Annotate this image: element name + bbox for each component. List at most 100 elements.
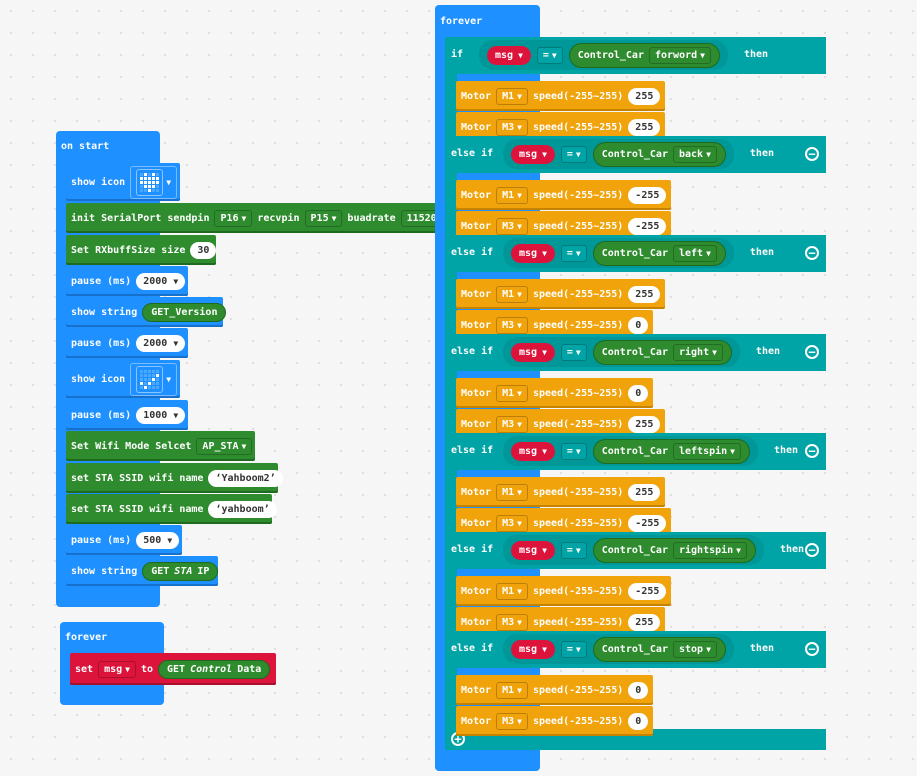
speed-value[interactable]: 0 <box>628 712 649 730</box>
pause-value[interactable]: 2000 ▼ <box>136 334 186 352</box>
speed-value[interactable]: -255 <box>628 217 667 235</box>
direction-dropdown[interactable]: right▼ <box>672 343 723 361</box>
minus-circle-icon[interactable]: − <box>805 642 819 656</box>
minus-circle-icon[interactable]: − <box>805 246 819 260</box>
speed-value[interactable]: 255 <box>628 483 661 501</box>
get-version-block[interactable]: GET_Version <box>142 302 227 322</box>
control-car-block[interactable]: Control_Car leftspin▼ <box>592 438 750 464</box>
wifi-mode-block[interactable]: Set Wifi Mode Selcet AP_STA▼ <box>66 431 255 461</box>
speed-value[interactable]: 0 <box>628 384 649 402</box>
icon-dropdown[interactable]: ▼ <box>130 362 178 396</box>
control-car-block[interactable]: Control_Car left▼ <box>592 240 726 266</box>
motor-dropdown[interactable]: M3▼ <box>496 613 528 631</box>
minus-circle-icon[interactable]: − <box>805 543 819 557</box>
control-car-block[interactable]: Control_Car right▼ <box>592 339 732 365</box>
variable-dropdown[interactable]: msg▼ <box>98 660 136 678</box>
equals-dropdown[interactable]: =▼ <box>560 244 587 262</box>
speed-value[interactable]: 0 <box>628 316 649 334</box>
if-condition-row[interactable]: else if msg▼ =▼ Control_Car stop▼ then − <box>445 631 826 668</box>
msg-variable[interactable]: msg▼ <box>511 540 555 560</box>
motor-block[interactable]: Motor M3▼ speed(-255~255) 0 <box>456 706 654 736</box>
direction-dropdown[interactable]: rightspin▼ <box>672 541 747 559</box>
direction-dropdown[interactable]: forword▼ <box>648 46 711 64</box>
rxbuff-block[interactable]: Set RXbuffSize size 30 <box>66 235 217 265</box>
msg-variable[interactable]: msg▼ <box>511 243 555 263</box>
speed-value[interactable]: 255 <box>628 415 661 433</box>
motor-dropdown[interactable]: M1▼ <box>496 186 528 204</box>
sta-ssid-value[interactable]: ‘Yahboom2’ <box>208 469 283 487</box>
motor-dropdown[interactable]: M1▼ <box>496 483 528 501</box>
msg-variable[interactable]: msg▼ <box>487 45 531 65</box>
pause-value[interactable]: 1000 ▼ <box>136 406 186 424</box>
show-icon-block[interactable]: show icon ▼ <box>66 163 180 201</box>
pause-block[interactable]: pause (ms) 2000 ▼ <box>66 266 188 296</box>
msg-variable[interactable]: msg▼ <box>511 441 555 461</box>
set-variable-block[interactable]: set msg▼ to GET Control Data <box>70 653 276 685</box>
speed-value[interactable]: -255 <box>628 186 667 204</box>
motor-dropdown[interactable]: M3▼ <box>496 514 528 532</box>
control-car-block[interactable]: Control_Car back▼ <box>592 141 726 167</box>
if-condition-row[interactable]: else if msg▼ =▼ Control_Car right▼ then … <box>445 334 826 371</box>
icon-dropdown[interactable]: ▼ <box>130 165 178 199</box>
pause-block[interactable]: pause (ms) 500 ▼ <box>66 525 182 555</box>
motor-dropdown[interactable]: M1▼ <box>496 87 528 105</box>
speed-value[interactable]: 255 <box>628 613 661 631</box>
pause-block[interactable]: pause (ms) 1000 ▼ <box>66 400 188 430</box>
speed-value[interactable]: -255 <box>628 514 667 532</box>
motor-dropdown[interactable]: M1▼ <box>496 582 528 600</box>
comparison-block[interactable]: msg▼ =▼ Control_Car forword▼ <box>479 40 728 70</box>
direction-dropdown[interactable]: left▼ <box>672 244 717 262</box>
init-serial-block[interactable]: init SerialPort sendpin P16▼ recvpin P15… <box>66 203 459 233</box>
wifi-mode-dropdown[interactable]: AP_STA▼ <box>196 437 253 455</box>
motor-dropdown[interactable]: M1▼ <box>496 681 528 699</box>
direction-dropdown[interactable]: stop▼ <box>672 640 717 658</box>
motor-block[interactable]: Motor M1▼ speed(-255~255) -255 <box>456 180 672 210</box>
equals-dropdown[interactable]: =▼ <box>560 541 587 559</box>
sta-ssid-block[interactable]: set STA SSID wifi name ‘yahboom’ <box>66 494 277 524</box>
sendpin-dropdown[interactable]: P16▼ <box>214 209 253 227</box>
control-car-block[interactable]: Control_Car forword▼ <box>568 42 720 68</box>
motor-block[interactable]: Motor M1▼ speed(-255~255) 255 <box>456 81 666 111</box>
comparison-block[interactable]: msg▼ =▼ Control_Car rightspin▼ <box>503 535 764 565</box>
show-string-block[interactable]: show string GET STA IP <box>66 556 219 586</box>
speed-value[interactable]: 255 <box>628 87 661 105</box>
motor-dropdown[interactable]: M3▼ <box>496 712 528 730</box>
minus-circle-icon[interactable]: − <box>805 345 819 359</box>
pause-block[interactable]: pause (ms) 2000 ▼ <box>66 328 188 358</box>
equals-dropdown[interactable]: =▼ <box>536 46 563 64</box>
if-condition-row[interactable]: else if msg▼ =▼ Control_Car left▼ then − <box>445 235 826 272</box>
motor-dropdown[interactable]: M3▼ <box>496 217 528 235</box>
speed-value[interactable]: 255 <box>628 118 661 136</box>
show-string-block[interactable]: show string GET_Version <box>66 297 227 327</box>
sta-ssid-value[interactable]: ‘yahboom’ <box>208 500 277 518</box>
speed-value[interactable]: 0 <box>628 681 649 699</box>
pause-value[interactable]: 2000 ▼ <box>136 272 186 290</box>
motor-dropdown[interactable]: M3▼ <box>496 118 528 136</box>
motor-block[interactable]: Motor M1▼ speed(-255~255) 0 <box>456 378 654 408</box>
comparison-block[interactable]: msg▼ =▼ Control_Car leftspin▼ <box>503 436 758 466</box>
direction-dropdown[interactable]: leftspin▼ <box>672 442 741 460</box>
equals-dropdown[interactable]: =▼ <box>560 145 587 163</box>
motor-block[interactable]: Motor M1▼ speed(-255~255) -255 <box>456 576 672 606</box>
get-sta-ip-block[interactable]: GET STA IP <box>142 561 219 581</box>
if-condition-row[interactable]: else if msg▼ =▼ Control_Car back▼ then − <box>445 136 826 173</box>
control-car-block[interactable]: Control_Car stop▼ <box>592 636 726 662</box>
motor-dropdown[interactable]: M1▼ <box>496 285 528 303</box>
control-car-block[interactable]: Control_Car rightspin▼ <box>592 537 756 563</box>
motor-block[interactable]: Motor M1▼ speed(-255~255) 0 <box>456 675 654 705</box>
minus-circle-icon[interactable]: − <box>805 147 819 161</box>
if-condition-row[interactable]: else if msg▼ =▼ Control_Car rightspin▼ t… <box>445 532 826 569</box>
sta-ssid-block[interactable]: set STA SSID wifi name ‘Yahboom2’ <box>66 463 283 493</box>
equals-dropdown[interactable]: =▼ <box>560 343 587 361</box>
minus-circle-icon[interactable]: − <box>805 444 819 458</box>
comparison-block[interactable]: msg▼ =▼ Control_Car stop▼ <box>503 634 734 664</box>
motor-block[interactable]: Motor M1▼ speed(-255~255) 255 <box>456 279 666 309</box>
motor-dropdown[interactable]: M3▼ <box>496 415 528 433</box>
get-control-data-block[interactable]: GET Control Data <box>158 659 271 679</box>
speed-value[interactable]: 255 <box>628 285 661 303</box>
comparison-block[interactable]: msg▼ =▼ Control_Car right▼ <box>503 337 740 367</box>
if-condition-row[interactable]: else if msg▼ =▼ Control_Car leftspin▼ th… <box>445 433 826 470</box>
speed-value[interactable]: -255 <box>628 582 667 600</box>
comparison-block[interactable]: msg▼ =▼ Control_Car left▼ <box>503 238 734 268</box>
equals-dropdown[interactable]: =▼ <box>560 640 587 658</box>
